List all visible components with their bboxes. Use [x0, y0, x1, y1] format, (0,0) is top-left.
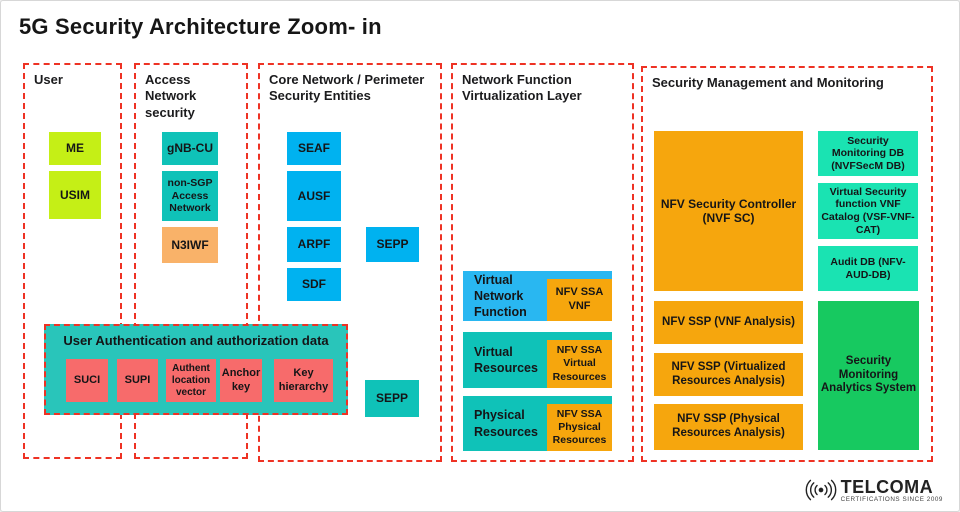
- logo-name: TELCOMA: [840, 476, 934, 497]
- box-gnb-cu: gNB-CU: [162, 132, 218, 165]
- box-user-authentication-data: User Authentication and authorization da…: [44, 324, 348, 415]
- section-nfv-layer: Network Function Virtualization Layer Vi…: [451, 63, 634, 462]
- telcoma-logo: TELCOMA CERTIFICATIONS SINCE 2009: [805, 478, 943, 503]
- virtual-resources-label: Virtual Resources: [474, 344, 538, 375]
- box-sdf: SDF: [287, 268, 341, 301]
- box-security-monitoring-db: Security Monitoring DB (NVFSecM DB): [818, 131, 918, 176]
- box-security-monitoring-analytics: Security Monitoring Analytics System: [818, 301, 919, 450]
- box-nfv-ssp-vnf-analysis: NFV SSP (VNF Analysis): [654, 301, 803, 344]
- section-security-management-label: Security Management and Monitoring: [652, 75, 884, 90]
- box-arpf: ARPF: [287, 227, 341, 262]
- box-nfv-ssp-physical-resources: NFV SSP (Physical Resources Analysis): [654, 404, 803, 450]
- box-usim: USIM: [49, 171, 101, 219]
- section-access-network: Access Network security gNB-CU non-SGP A…: [134, 63, 248, 459]
- box-nfv-ssa-virtual-resources: NFV SSA Virtual Resources: [547, 340, 612, 388]
- user-authentication-title: User Authentication and authorization da…: [63, 333, 329, 348]
- box-virtual-resources: Virtual Resources NFV SSA Virtual Resour…: [463, 332, 612, 388]
- box-nfv-ssa-physical-resources: NFV SSA Physical Resources: [547, 404, 612, 451]
- box-me: ME: [49, 132, 101, 165]
- section-core-network-label: Core Network / Perimeter Security Entiti…: [269, 72, 425, 104]
- page-title: 5G Security Architecture Zoom- in: [19, 14, 382, 39]
- box-key-hierarchy: Key hierarchy: [274, 359, 333, 402]
- box-n3iwf: N3IWF: [162, 227, 218, 263]
- signal-waves-icon: [805, 478, 837, 502]
- box-non-sgp-access-network: non-SGP Access Network: [162, 171, 218, 221]
- box-vsf-vnf-catalog: Virtual Security function VNF Catalog (V…: [818, 183, 918, 239]
- box-authent-location-vector: Authent location vector: [166, 359, 216, 402]
- section-user: User ME USIM: [23, 63, 122, 459]
- box-supi: SUPI: [117, 359, 158, 402]
- box-nfv-ssp-virtualized-resources: NFV SSP (Virtualized Resources Analysis): [654, 353, 803, 396]
- section-access-network-label: Access Network security: [145, 72, 197, 120]
- section-security-management: Security Management and Monitoring NFV S…: [641, 66, 933, 462]
- box-audit-db: Audit DB (NFV-AUD-DB): [818, 246, 918, 291]
- box-sepp-blue: SEPP: [366, 227, 419, 262]
- box-virtual-network-function: Virtual Network Function NFV SSA VNF: [463, 271, 612, 321]
- box-suci: SUCI: [66, 359, 108, 402]
- box-seaf: SEAF: [287, 132, 341, 165]
- logo-tagline: CERTIFICATIONS SINCE 2009: [840, 495, 943, 503]
- section-core-network: Core Network / Perimeter Security Entiti…: [258, 63, 442, 462]
- box-nfv-security-controller: NFV Security Controller (NVF SC): [654, 131, 803, 291]
- box-sepp-teal: SEPP: [365, 380, 419, 417]
- box-ausf: AUSF: [287, 171, 341, 221]
- section-user-label: User: [34, 72, 63, 87]
- virtual-network-function-label: Virtual Network Function: [474, 272, 527, 320]
- box-physical-resources: Physical Resources NFV SSA Physical Reso…: [463, 396, 612, 451]
- box-anchor-key: Anchor key: [220, 359, 262, 402]
- physical-resources-label: Physical Resources: [474, 408, 538, 439]
- section-nfv-layer-label: Network Function Virtualization Layer: [462, 72, 582, 104]
- box-nfv-ssa-vnf: NFV SSA VNF: [547, 279, 612, 321]
